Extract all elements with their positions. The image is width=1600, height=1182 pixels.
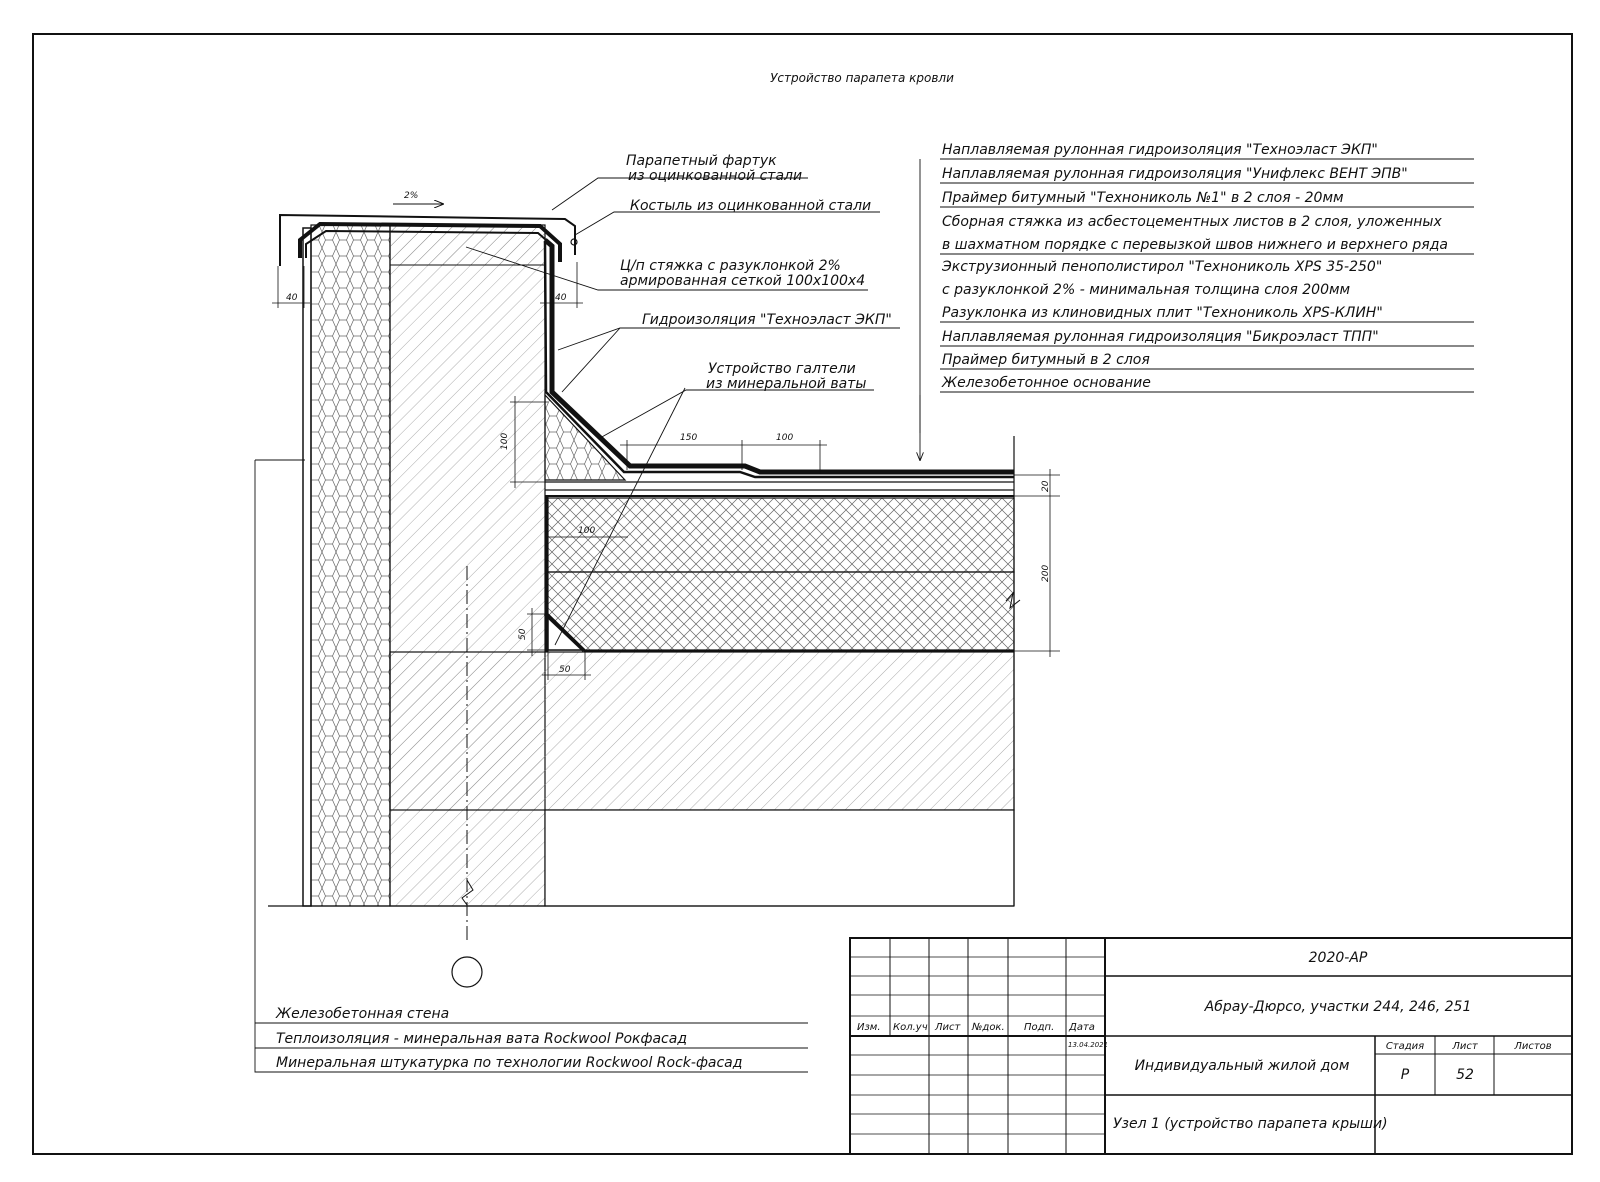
dim-200: 200	[1041, 565, 1051, 582]
callout-flashing-1: Парапетный фартук	[626, 153, 777, 169]
dim-20: 20	[1041, 480, 1051, 492]
roof-layer-5b: с разуклонкой 2% - минимальная толщина с…	[942, 282, 1351, 298]
tb-sheet-header: Лист	[1451, 1041, 1479, 1052]
callout-flashing-2: из оцинкованной стали	[628, 168, 802, 184]
roof-layer-4b: в шахматном порядке с перевызкой швов ни…	[942, 237, 1448, 253]
concrete-slab	[389, 651, 1015, 811]
callout-fillet-2: из минеральной ваты	[706, 376, 866, 392]
dim-50-vertical: 50	[518, 628, 528, 640]
axis-break	[461, 879, 474, 906]
tb-header-izm: Изм.	[857, 1022, 881, 1033]
xps-lower	[547, 571, 1015, 651]
lower-waterproof	[543, 612, 586, 653]
wall-layer-1: Железобетонная стена	[275, 1006, 449, 1022]
tb-sheet-name: Узел 1 (устройство парапета крыши)	[1113, 1116, 1388, 1132]
slope-label: 2%	[404, 191, 418, 201]
roof-layer-7: Наплавляемая рулонная гидроизоляция "Бик…	[942, 329, 1379, 345]
tb-sheet-no: 52	[1456, 1067, 1474, 1083]
nail-icon	[570, 238, 578, 246]
callout-screed-1: Ц/п стяжка с разуклонкой 2%	[620, 258, 841, 274]
sheet-frame	[32, 33, 1573, 1155]
tb-stage-header: Стадия	[1386, 1041, 1424, 1052]
roof-layer-1: Наплавляемая рулонная гидроизоляция "Тех…	[942, 142, 1378, 158]
dim-50-horizontal: 50	[559, 665, 571, 675]
tb-header-podp: Подп.	[1024, 1022, 1054, 1033]
tb-header-data: Дата	[1068, 1022, 1095, 1033]
roof-layer-lines	[920, 158, 1474, 460]
axis-marker	[451, 956, 483, 988]
roof-layer-4a: Сборная стяжка из асбестоцементных листо…	[942, 214, 1442, 230]
tb-date: 13.04.2021	[1068, 1041, 1108, 1049]
dim-40-right: 40	[555, 293, 567, 303]
drawing-title: Устройство парапета кровли	[770, 71, 954, 85]
wall-layer-2: Теплоизоляция - минеральная вата Rockwoo…	[276, 1031, 687, 1047]
dim-150: 150	[680, 433, 697, 443]
callout-bracket: Костыль из оцинкованной стали	[630, 198, 871, 214]
tb-sheets-header: Листов	[1513, 1041, 1551, 1052]
dim-100-top: 100	[776, 433, 793, 443]
room-void	[544, 809, 1015, 907]
dimensions	[272, 262, 1060, 680]
tb-header-koluch: Кол.уч	[893, 1022, 928, 1033]
title-block	[849, 937, 1573, 1155]
tb-building: Индивидуальный жилой дом	[1135, 1058, 1350, 1074]
section-drawing: 2%	[268, 191, 1021, 988]
parapet-flashing-membrane	[298, 221, 562, 262]
plaster-layer	[302, 227, 312, 907]
dim-40-left: 40	[286, 293, 298, 303]
roof-layer-8: Праймер битумный в 2 слоя	[942, 352, 1150, 368]
callout-screed-2: армированная сеткой 100х100х4	[620, 273, 865, 289]
roof-layer-5a: Экструзионный пенополистирол "Техноникол…	[941, 259, 1382, 275]
callout-waterproofing: Гидроизоляция "Техноэласт ЭКП"	[642, 312, 892, 328]
tb-code: 2020-АР	[1309, 950, 1368, 966]
wool-insulation	[310, 224, 391, 907]
dim-100-middle: 100	[578, 526, 595, 536]
roof-layer-3: Праймер битумный "Технониколь №1" в 2 сл…	[942, 190, 1344, 206]
callout-fillet-1: Устройство галтели	[708, 361, 856, 377]
waterproofing-membrane-inner	[543, 241, 1014, 479]
parapet-flashing-membrane	[305, 229, 554, 258]
upper-fillet	[544, 393, 627, 481]
wall-layer-3: Минеральная штукатурка по технологии Roc…	[276, 1055, 742, 1071]
roof-layer-9: Железобетонное основание	[941, 375, 1151, 391]
dim-100-vertical: 100	[500, 433, 510, 450]
tb-stage: Р	[1401, 1067, 1410, 1083]
tb-project: Абрау-Дюрсо, участки 244, 246, 251	[1204, 999, 1472, 1015]
tb-header-list: Лист	[934, 1022, 962, 1033]
roof-layer-6: Разуклонка из клиновидных плит "Техноник…	[942, 305, 1383, 321]
roof-layer-2: Наплавляемая рулонная гидроизоляция "Уни…	[942, 166, 1408, 182]
tb-header-ndok: №док.	[971, 1022, 1005, 1033]
parapet-flashing	[279, 213, 576, 266]
break-symbol	[1005, 591, 1021, 610]
xps-upper	[547, 497, 1015, 573]
